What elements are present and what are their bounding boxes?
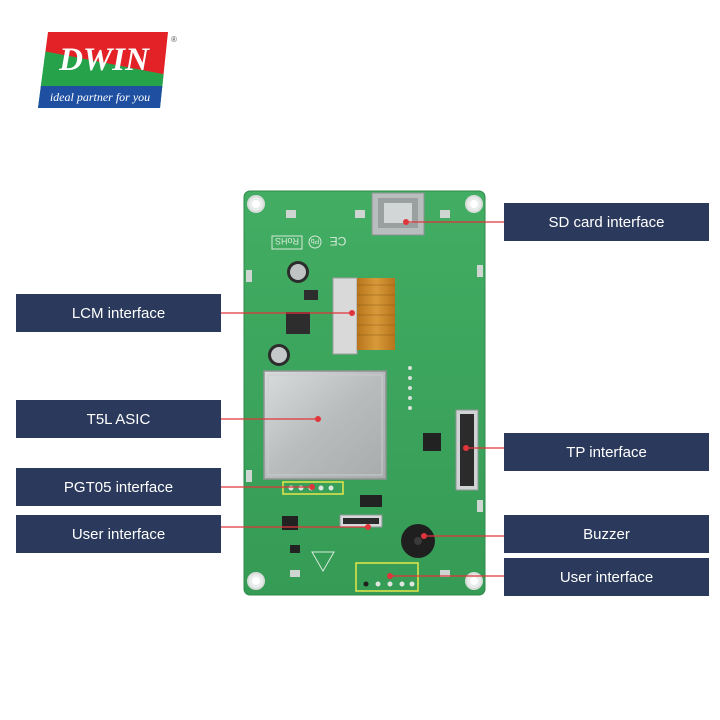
buzzer-component (401, 524, 435, 558)
test-pads (408, 366, 412, 410)
label-lcm-interface: LCM interface (16, 294, 221, 332)
label-pgt05-interface: PGT05 interface (16, 468, 221, 506)
label-tp-interface: TP interface (504, 433, 709, 471)
user-interface-connector-left (339, 514, 383, 528)
mounting-holes (247, 195, 483, 590)
label-sd-card-interface: SD card interface (504, 203, 709, 241)
registered-mark: ® (171, 35, 177, 44)
label-user-interface-right: User interface (504, 558, 709, 596)
label-buzzer-text: Buzzer (583, 525, 630, 543)
t5l-asic-shield (263, 370, 387, 480)
label-user-interface-left: User interface (16, 515, 221, 553)
logo-tagline: ideal partner for you (50, 90, 150, 104)
ic-chip-1 (423, 433, 441, 451)
lcm-connector (332, 277, 395, 355)
label-user-interface-left-text: User interface (71, 525, 166, 543)
ce-mark: CE (330, 234, 347, 248)
label-user-interface-right-text: User interface (559, 568, 654, 586)
sd-card-slot (371, 192, 425, 236)
dwin-logo: DWIN ideal partner for you ® (38, 32, 177, 108)
label-buzzer: Buzzer (504, 515, 709, 553)
pointer-lines (221, 221, 504, 577)
pointer-dots (309, 219, 469, 579)
cert-marks: RoHS Pb CE (271, 234, 347, 250)
capacitor-2 (268, 344, 290, 366)
user-interface-header-right (355, 562, 419, 592)
logo-brand-text: DWIN (58, 42, 150, 78)
capacitor-1 (287, 261, 309, 283)
rohs-mark: RoHS (275, 236, 299, 246)
ic-chip-2 (282, 516, 298, 530)
power-inductor (286, 312, 310, 334)
label-tp-interface-text: TP interface (566, 443, 647, 461)
label-sd-card-interface-text: SD card interface (548, 213, 665, 231)
label-lcm-interface-text: LCM interface (71, 304, 166, 322)
label-t5l-asic-text: T5L ASIC (86, 410, 151, 428)
label-t5l-asic: T5L ASIC (16, 400, 221, 438)
pcb-board: RoHS Pb CE (243, 190, 486, 596)
label-pgt05-interface-text: PGT05 interface (63, 478, 174, 496)
pb-mark: Pb (311, 237, 320, 244)
